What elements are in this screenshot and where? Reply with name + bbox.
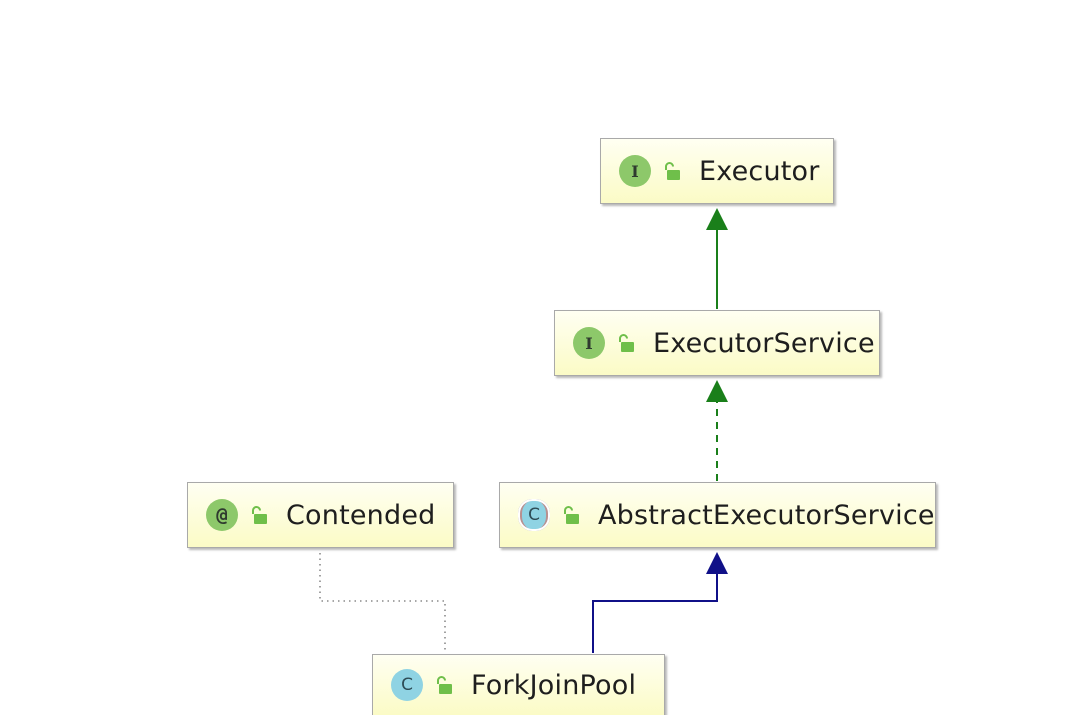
unlocked-public-icon: [252, 506, 267, 524]
class-icon: C: [391, 669, 423, 701]
node-abstract-executor-service[interactable]: C AbstractExecutorService: [499, 482, 936, 548]
node-label: Contended: [286, 499, 436, 531]
node-label: ExecutorService: [653, 327, 875, 359]
node-label: ForkJoinPool: [471, 669, 637, 701]
edge-arrowhead-executorservice: [706, 380, 728, 402]
node-contended[interactable]: @ Contended: [187, 482, 454, 548]
abstract-class-icon: C: [518, 499, 550, 531]
unlocked-public-icon: [564, 506, 579, 524]
unlocked-public-icon: [619, 334, 634, 352]
node-label: AbstractExecutorService: [598, 499, 935, 531]
edge-arrowhead-executor: [706, 208, 728, 230]
node-executor-service[interactable]: I ExecutorService: [554, 310, 880, 376]
edge-arrowhead-abstractexecutorservice: [706, 552, 728, 574]
interface-icon: I: [619, 155, 651, 187]
edge-forkjoinpool-annotated-contended: [319, 553, 446, 653]
unlocked-public-icon: [665, 162, 680, 180]
edge-forkjoinpool-extends-abstractexecutorservice: [592, 574, 718, 653]
node-fork-join-pool[interactable]: C ForkJoinPool: [372, 654, 665, 715]
unlocked-public-icon: [437, 676, 452, 694]
annotation-icon: @: [206, 499, 238, 531]
node-executor[interactable]: I Executor: [600, 138, 834, 204]
node-label: Executor: [699, 155, 820, 187]
interface-icon: I: [573, 327, 605, 359]
